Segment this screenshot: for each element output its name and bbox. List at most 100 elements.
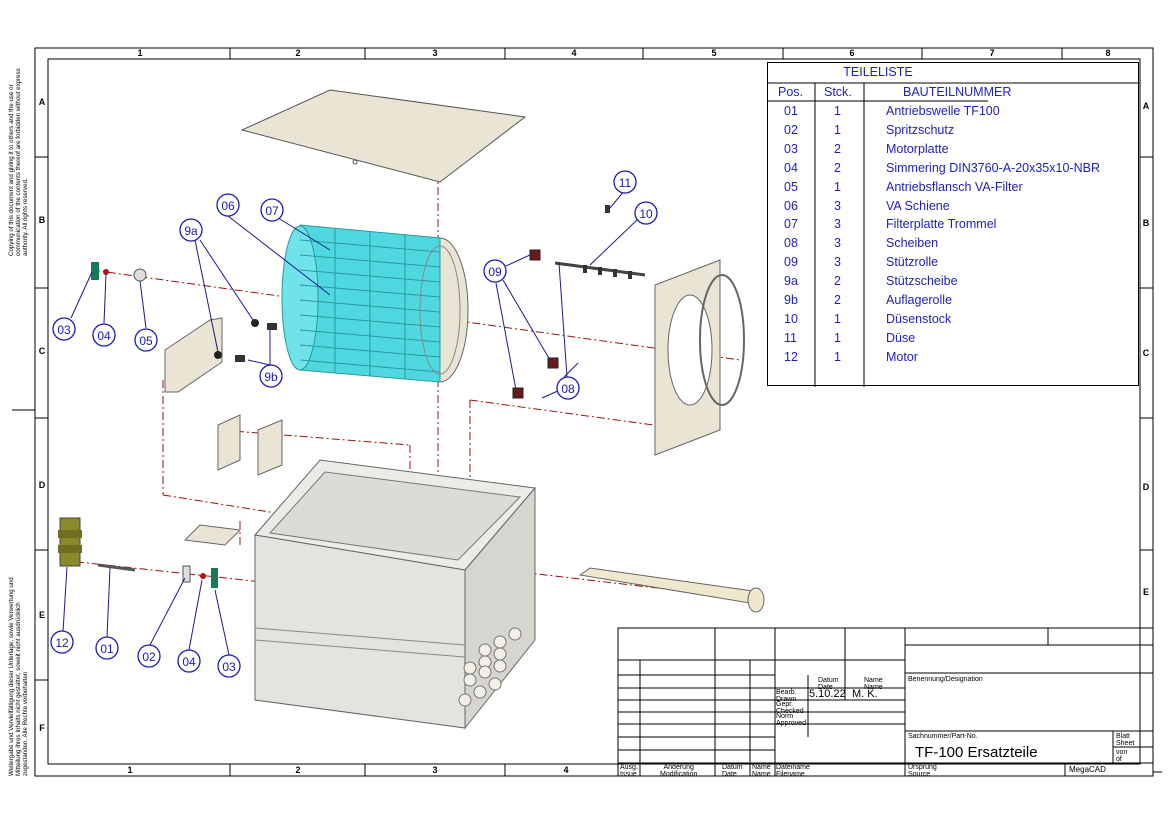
nozzle-bar: [554, 261, 646, 279]
callout-9b: 9b: [264, 370, 278, 384]
parts-row-qty: 3: [834, 217, 841, 232]
callout-bubble-11: [613, 170, 637, 194]
tb-source-de: Ursprung: [908, 764, 937, 771]
tb-datum2-en: Date: [722, 771, 737, 778]
tb-drawn-date: 5.10.22: [809, 688, 846, 700]
callout-09: 09: [488, 265, 502, 279]
zone-row-b: B: [38, 215, 46, 225]
header-part: BAUTEILNUMMER: [903, 85, 1012, 99]
zone-row-a: A: [38, 97, 46, 107]
zone-row-c: C: [38, 346, 46, 356]
parts-list-title: TEILELISTE: [843, 65, 913, 79]
support-disc-a: [251, 319, 259, 327]
zone-row-d-right: D: [1142, 482, 1150, 492]
parts-row-pos: 01: [784, 104, 798, 118]
tb-norm-en: Approved: [776, 720, 806, 727]
tb-name-de: Name: [864, 677, 883, 684]
top-cover-plate: [240, 89, 527, 183]
parts-row-pos: 09: [784, 255, 798, 270]
parts-row-qty: 1: [834, 179, 841, 194]
zone-row-e: E: [38, 610, 45, 620]
tb-drawn-name: M. K.: [852, 688, 878, 700]
tb-name2-en: Name: [752, 771, 771, 778]
callout-bubble-06: [216, 193, 240, 217]
parts-row-pos: 04: [784, 160, 798, 175]
parts-row-part: Scheiben: [886, 236, 939, 251]
parts-row-qty: 1: [834, 311, 841, 326]
callout-bubble-07: [260, 198, 284, 222]
zone-row-f: F: [39, 723, 45, 733]
callout-07: 07: [265, 204, 279, 218]
support-roller-mid: [547, 357, 559, 369]
parts-row-part: Stützscheibe: [886, 274, 958, 289]
tb-norm-de: Norm: [776, 713, 794, 720]
callout-12: 12: [55, 636, 69, 650]
parts-row-qty: 1: [834, 330, 841, 345]
support-roller-bottom: [512, 387, 524, 399]
parts-row-pos: 03: [784, 141, 798, 156]
parts-row-part: Antriebsflansch VA-Filter: [886, 179, 1023, 194]
splash-guard-plate: [183, 524, 242, 546]
parts-row-part: Simmering DIN3760-A-20x35x10-NBR: [886, 160, 1100, 175]
motor-plate-right: [211, 568, 218, 588]
zone-col-7: 7: [989, 48, 995, 58]
callout-bubble-10: [634, 201, 658, 225]
tb-bearb-en: Drawn: [776, 696, 797, 703]
parts-row-qty: 3: [834, 198, 841, 213]
callout-bubble-05: [134, 328, 158, 352]
parts-row-pos: 11: [784, 330, 797, 345]
parts-row-pos: 06: [784, 198, 798, 213]
parts-row-part: VA Schiene: [886, 198, 950, 213]
tb-aenderung-de: Änderung: [663, 764, 694, 771]
tb-aenderung-en: Modification: [660, 771, 698, 778]
callout-bubble-08: [556, 376, 580, 400]
parts-row-qty: 2: [834, 160, 841, 175]
tb-of-de: von: [1116, 749, 1128, 756]
parts-row-pos: 07: [784, 217, 798, 232]
callout-bubble-04a: [92, 323, 116, 347]
parts-row-pos: 12: [784, 349, 798, 364]
parts-row-part: Stützrolle: [886, 255, 939, 270]
nozzle-part: [605, 205, 610, 213]
tb-software: MegaCAD: [1069, 765, 1106, 774]
zone-row-d: D: [38, 480, 46, 490]
parts-row-qty: 1: [834, 122, 841, 137]
seal-ring-left: [103, 269, 109, 275]
parts-row-qty: 2: [834, 274, 841, 289]
header-pos: Pos.: [778, 85, 804, 99]
zone-row-b-right: B: [1142, 218, 1150, 228]
parts-list-row: 05 1 Antriebsflansch VA-Filter: [768, 179, 1140, 198]
tb-designation-label: Benennung/Designation: [908, 676, 983, 683]
callout-03a: 03: [57, 323, 71, 337]
parts-row-pos: 05: [784, 179, 798, 194]
zone-row-a-right: A: [1142, 101, 1150, 111]
zone-col-2-bottom: 2: [295, 765, 301, 775]
zone-row-e-right: E: [1142, 587, 1149, 597]
tb-gepr: Gepr.Checked: [776, 701, 804, 715]
parts-row-part: Filterplatte Trommel: [886, 217, 997, 232]
tb-name2-de: Name: [752, 764, 771, 771]
parts-row-qty: 1: [834, 104, 841, 118]
parts-row-qty: 3: [834, 255, 841, 270]
callout-bubble-9a: [179, 218, 203, 242]
tb-filename-de: Dateiname: [776, 764, 810, 771]
zone-col-2: 2: [295, 48, 301, 58]
zone-col-1: 1: [137, 48, 143, 58]
tb-sheet-en: Sheet: [1116, 740, 1135, 747]
tb-part-no: TF-100 Ersatzteile: [915, 744, 1038, 761]
seal-ring-right: [200, 573, 206, 579]
